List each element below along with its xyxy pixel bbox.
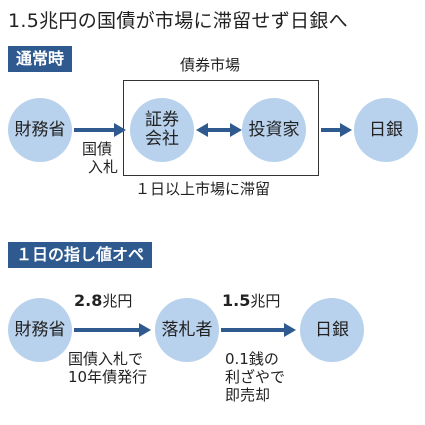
issuance-note-line2: 10年債発行 xyxy=(68,368,148,386)
section-badge-operation: １日の指し値オペ xyxy=(8,242,153,268)
page-title: 1.5兆円の国債が市場に滞留せず日銀へ xyxy=(8,10,348,32)
amount-issued-value: 2.8 xyxy=(74,291,103,310)
node-investor: 投資家 xyxy=(242,98,306,162)
bid-label: 国債 入札 xyxy=(82,140,118,176)
arrow-mof-to-winner-icon xyxy=(74,323,151,337)
node-winning-bidder: 落札者 xyxy=(155,298,219,362)
amount-sold-unit: 兆円 xyxy=(250,292,281,310)
amount-sold: 1.5兆円 xyxy=(222,290,280,311)
resale-note-line1: 0.1銭の xyxy=(225,350,279,368)
node-ministry-of-finance-op: 財務省 xyxy=(8,298,72,362)
bid-label-line2: 入札 xyxy=(88,158,119,176)
node-securities-company: 証券 会社 xyxy=(130,98,194,162)
arrow-winner-to-boj-icon xyxy=(221,323,296,337)
node-bank-of-japan-op: 日銀 xyxy=(300,298,364,362)
node-label-line1: 証券 xyxy=(145,110,179,130)
amount-issued: 2.8兆円 xyxy=(74,290,132,311)
amount-issued-unit: 兆円 xyxy=(102,292,133,310)
node-label: 財務省 xyxy=(14,119,66,140)
arrow-mof-to-securities-icon xyxy=(74,123,126,137)
node-ministry-of-finance: 財務省 xyxy=(8,98,72,162)
arrow-market-to-boj-icon xyxy=(321,123,352,137)
issuance-note: 国債入札で 10年債発行 xyxy=(68,350,147,386)
amount-sold-value: 1.5 xyxy=(222,291,251,310)
bond-market-box xyxy=(123,80,319,176)
node-label: 投資家 xyxy=(248,119,300,140)
bid-label-line1: 国債 xyxy=(82,140,113,158)
resale-note-line3: 即売却 xyxy=(225,386,271,404)
node-label: 日銀 xyxy=(315,319,349,340)
node-label: 財務省 xyxy=(14,319,66,340)
market-stay-label: １日以上市場に滞留 xyxy=(135,180,271,198)
node-bank-of-japan: 日銀 xyxy=(354,98,418,162)
arrow-securities-investor-bidirectional-icon xyxy=(196,123,242,137)
section-badge-normal: 通常時 xyxy=(8,46,73,72)
node-label: 落札者 xyxy=(161,319,213,340)
resale-note: 0.1銭の 利ざやで 即売却 xyxy=(225,350,285,404)
bond-market-label: 債券市場 xyxy=(180,56,241,74)
node-label: 日銀 xyxy=(369,119,403,140)
issuance-note-line1: 国債入札で xyxy=(68,350,144,368)
node-label-line2: 会社 xyxy=(145,129,179,149)
resale-note-line2: 利ざやで xyxy=(225,368,286,386)
